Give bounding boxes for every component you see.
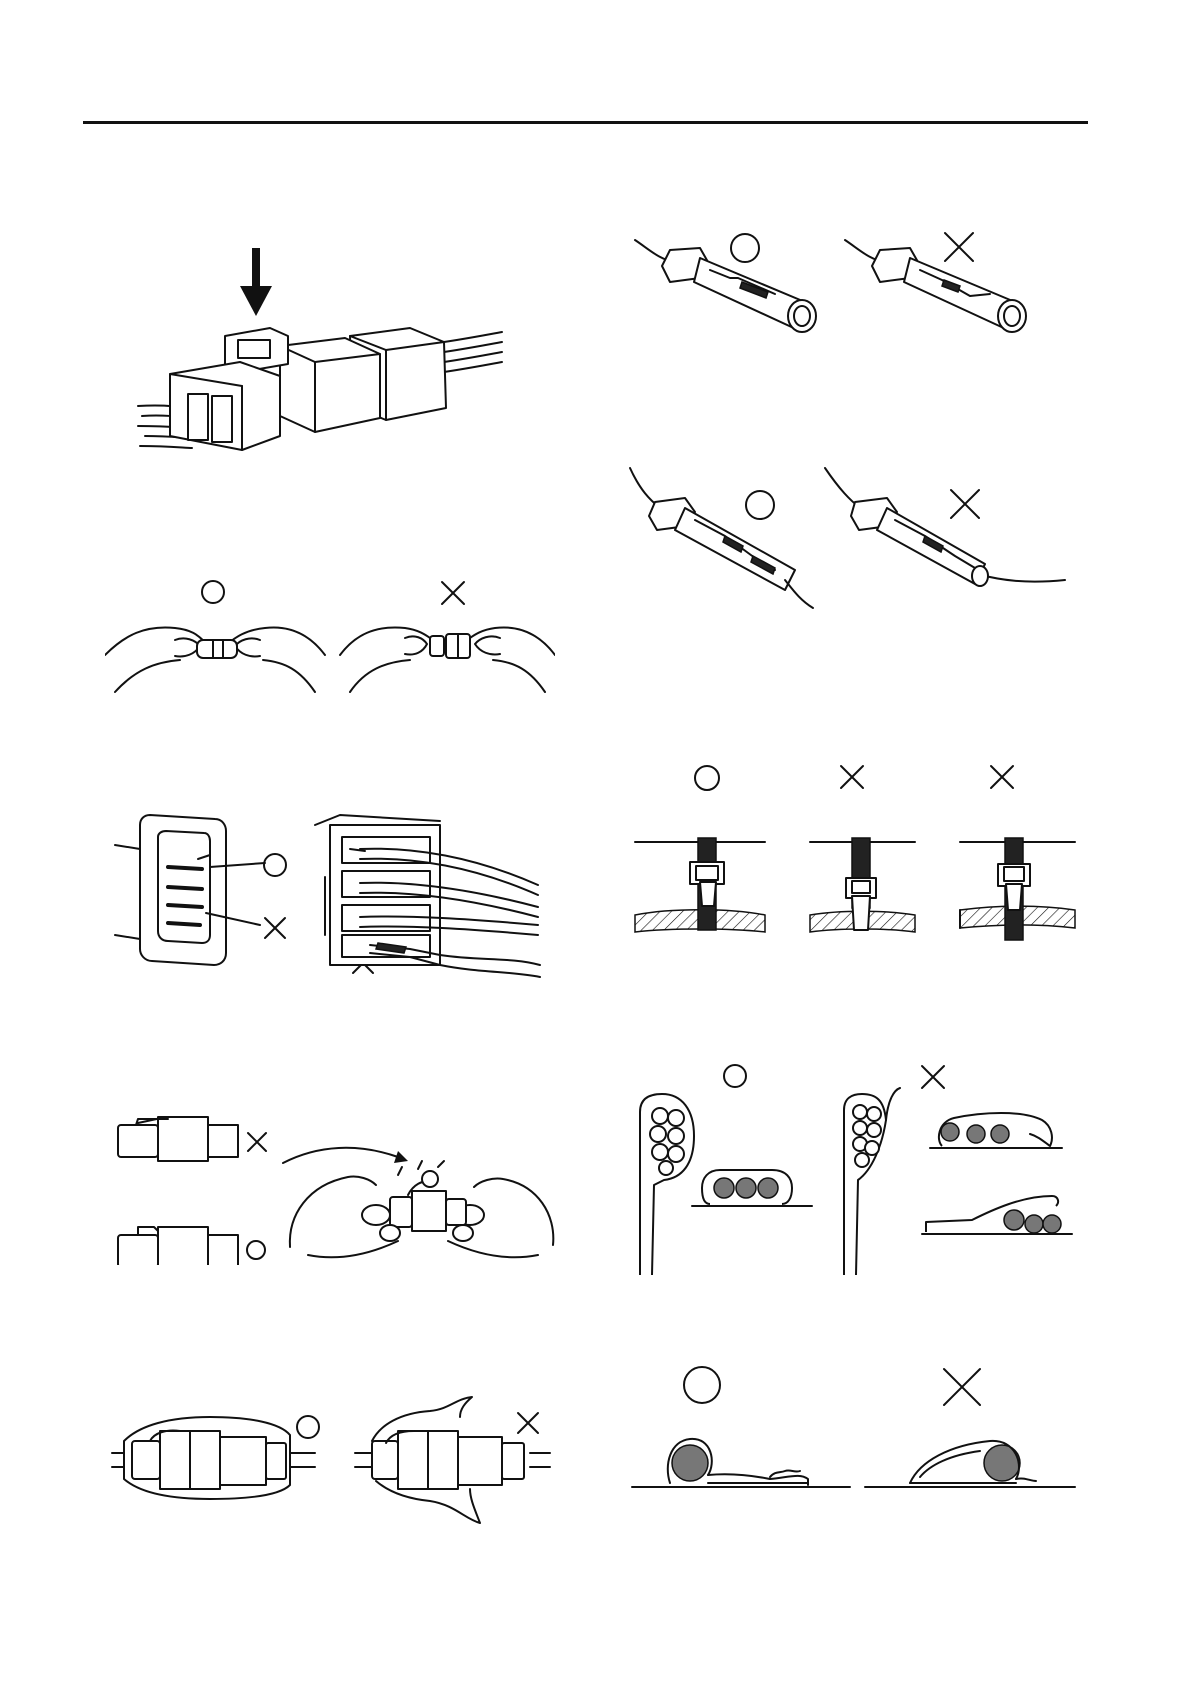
ng-mark xyxy=(945,233,973,261)
figure-harness-clip xyxy=(632,1060,1077,1280)
ok-mark xyxy=(247,1241,265,1259)
figure-boot-cover xyxy=(110,1395,560,1525)
ng-mark xyxy=(265,918,285,938)
ng-mark xyxy=(841,766,863,788)
ok-mark xyxy=(297,1416,319,1438)
ok-mark xyxy=(264,854,286,876)
figure-terminal-crimp xyxy=(625,460,1080,610)
ng-mark xyxy=(991,766,1013,788)
arrow-down-icon xyxy=(240,248,272,316)
ok-mark xyxy=(695,766,719,790)
figure-terminal-sleeve xyxy=(630,220,1080,345)
ng-mark xyxy=(922,1066,944,1088)
figure-clamp-bend xyxy=(630,1365,1080,1495)
ng-mark xyxy=(951,490,979,518)
ng-mark xyxy=(442,582,464,604)
figure-coupler-lock xyxy=(130,236,510,476)
ng-mark xyxy=(518,1413,538,1433)
ok-mark xyxy=(731,234,759,262)
figure-connector-terminals xyxy=(110,785,550,985)
figure-band-clamp xyxy=(630,760,1080,950)
ng-mark xyxy=(248,1133,266,1151)
ok-mark xyxy=(746,491,774,519)
ok-mark xyxy=(684,1367,720,1403)
header-rule xyxy=(83,121,1088,124)
ok-mark xyxy=(202,581,224,603)
ng-mark xyxy=(944,1369,980,1405)
ok-mark xyxy=(724,1065,746,1087)
figure-hand-coupling xyxy=(105,580,555,700)
figure-connector-lock xyxy=(108,1105,558,1265)
